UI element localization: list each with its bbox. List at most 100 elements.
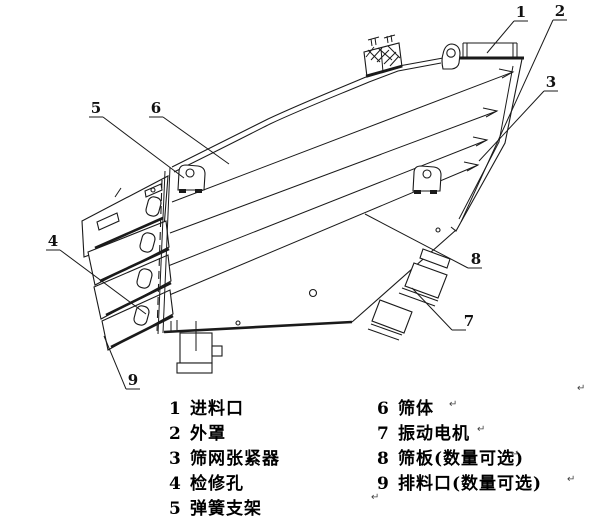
panel-holes: [235, 227, 441, 326]
block-base: [365, 64, 403, 78]
legend-item-6: 6 筛体: [377, 394, 434, 419]
screen-body-outline: [163, 57, 523, 334]
inlet-box: [462, 42, 518, 57]
callout-5-number: 5: [91, 99, 101, 117]
legend-item-7: 7 振动电机: [377, 419, 470, 444]
tensioner-tip-icon: [472, 136, 489, 147]
motor-flange-lower: [371, 299, 413, 334]
legend-number: 2: [169, 424, 181, 444]
legend-label: 弹簧支架: [190, 499, 262, 519]
panel-hole: [308, 288, 318, 298]
body-top-edge-outer: [171, 57, 444, 168]
paragraph-return-mark: ↵: [477, 424, 486, 435]
strip-top-clip: [144, 183, 163, 198]
strip-edge-right: [162, 166, 171, 334]
callout-7: 7: [411, 287, 474, 331]
callout-4: 4: [46, 232, 147, 315]
deck-line: [171, 71, 514, 203]
callout-3: 3: [478, 73, 558, 162]
spring-bracket-left: [177, 164, 206, 193]
body-bottom-edge: [163, 320, 353, 334]
motor-flange-upper: [404, 262, 448, 299]
tensioner-tip-icon: [463, 161, 480, 172]
chute-slot-hole: [96, 212, 120, 231]
block-hatching: [365, 45, 401, 73]
callout-6-number: 6: [151, 99, 161, 117]
body-top-edge-inner: [173, 62, 442, 173]
legend-number: 6: [377, 399, 389, 419]
legend-number: 1: [169, 399, 181, 419]
feed-inlet: [459, 42, 524, 60]
bracket-foot: [179, 189, 186, 193]
screen-deck-lines: [166, 68, 515, 297]
callout-2-leader: [460, 19, 567, 223]
bracket-hole: [185, 168, 195, 178]
lug-hole: [446, 48, 456, 58]
lifting-lug: [441, 43, 461, 70]
callout-9-leader: [103, 335, 140, 390]
paragraph-return-mark: ↵: [577, 383, 586, 394]
legend-label: 排料口(数量可选): [398, 474, 543, 494]
chute-panel-3: [93, 254, 172, 320]
callout-1: 1: [486, 3, 528, 54]
legend-label: 外罩: [190, 424, 226, 444]
chute-lip-4: [110, 314, 174, 349]
tensioner-tip-icon: [482, 107, 499, 118]
bracket-foot: [430, 190, 437, 194]
support-foot: [176, 321, 223, 374]
callout-9: 9: [103, 335, 140, 390]
callout-7-leader: [411, 287, 466, 331]
paragraph-return-mark: ↵: [511, 449, 520, 460]
chute-lip-1: [94, 216, 164, 250]
deck-line-2: [169, 107, 499, 234]
spring-bracket-right: [412, 165, 442, 194]
motor-cap-plate: [419, 248, 451, 269]
chute-lip-2: [99, 247, 170, 283]
callout-3-number: 3: [546, 73, 556, 91]
legend-number: 7: [377, 424, 389, 444]
bracket-foot: [195, 189, 202, 193]
callout-9-number: 9: [128, 371, 138, 389]
callout-7-number: 7: [464, 312, 474, 330]
inspection-hole-1: [145, 196, 162, 217]
callout-1-number: 1: [516, 3, 526, 21]
legend-number: 4: [169, 474, 181, 494]
callout-4-leader: [46, 249, 147, 315]
callout-3-leader: [478, 90, 558, 162]
legend-number: 8: [377, 449, 389, 469]
discharge-chute-stack: [81, 175, 174, 351]
lug-body: [441, 43, 461, 70]
paragraph-return-mark: ↵: [449, 399, 458, 410]
clip-hole: [150, 187, 156, 193]
legend-label: 筛板(数量可选): [398, 449, 525, 469]
callout-2: 2: [460, 2, 567, 223]
vibration-motor: [367, 248, 451, 341]
body-lower-right-edge: [351, 229, 457, 323]
foot-base: [176, 362, 213, 374]
deck-line: [169, 110, 498, 234]
callout-1-leader: [486, 20, 528, 54]
deck-line-3: [167, 136, 489, 267]
callout-4-number: 4: [48, 232, 58, 250]
left-mounting-strip: [114, 166, 171, 335]
legend-item-1: 1 进料口: [169, 394, 244, 419]
tensioner-tip-icon: [498, 68, 515, 79]
motor-mount-lines-low: [367, 323, 403, 341]
legend-label: 进料口: [190, 399, 244, 419]
callout-6-leader: [149, 116, 230, 165]
bottom-edge-tick: [170, 320, 178, 331]
legend-label: 筛体: [398, 399, 434, 419]
inspection-hole-3: [136, 268, 153, 289]
legend-label: 振动电机: [398, 424, 470, 444]
bracket-body: [177, 164, 206, 191]
body-right-edge-inner: [458, 65, 514, 220]
bracket-foot: [414, 190, 421, 194]
bracket-hole: [422, 169, 432, 179]
paragraph-return-mark: ↵: [371, 492, 380, 503]
legend-item-2: 2 外罩: [169, 419, 226, 444]
callout-2-number: 2: [555, 2, 565, 20]
inspection-hole-2: [139, 232, 156, 253]
